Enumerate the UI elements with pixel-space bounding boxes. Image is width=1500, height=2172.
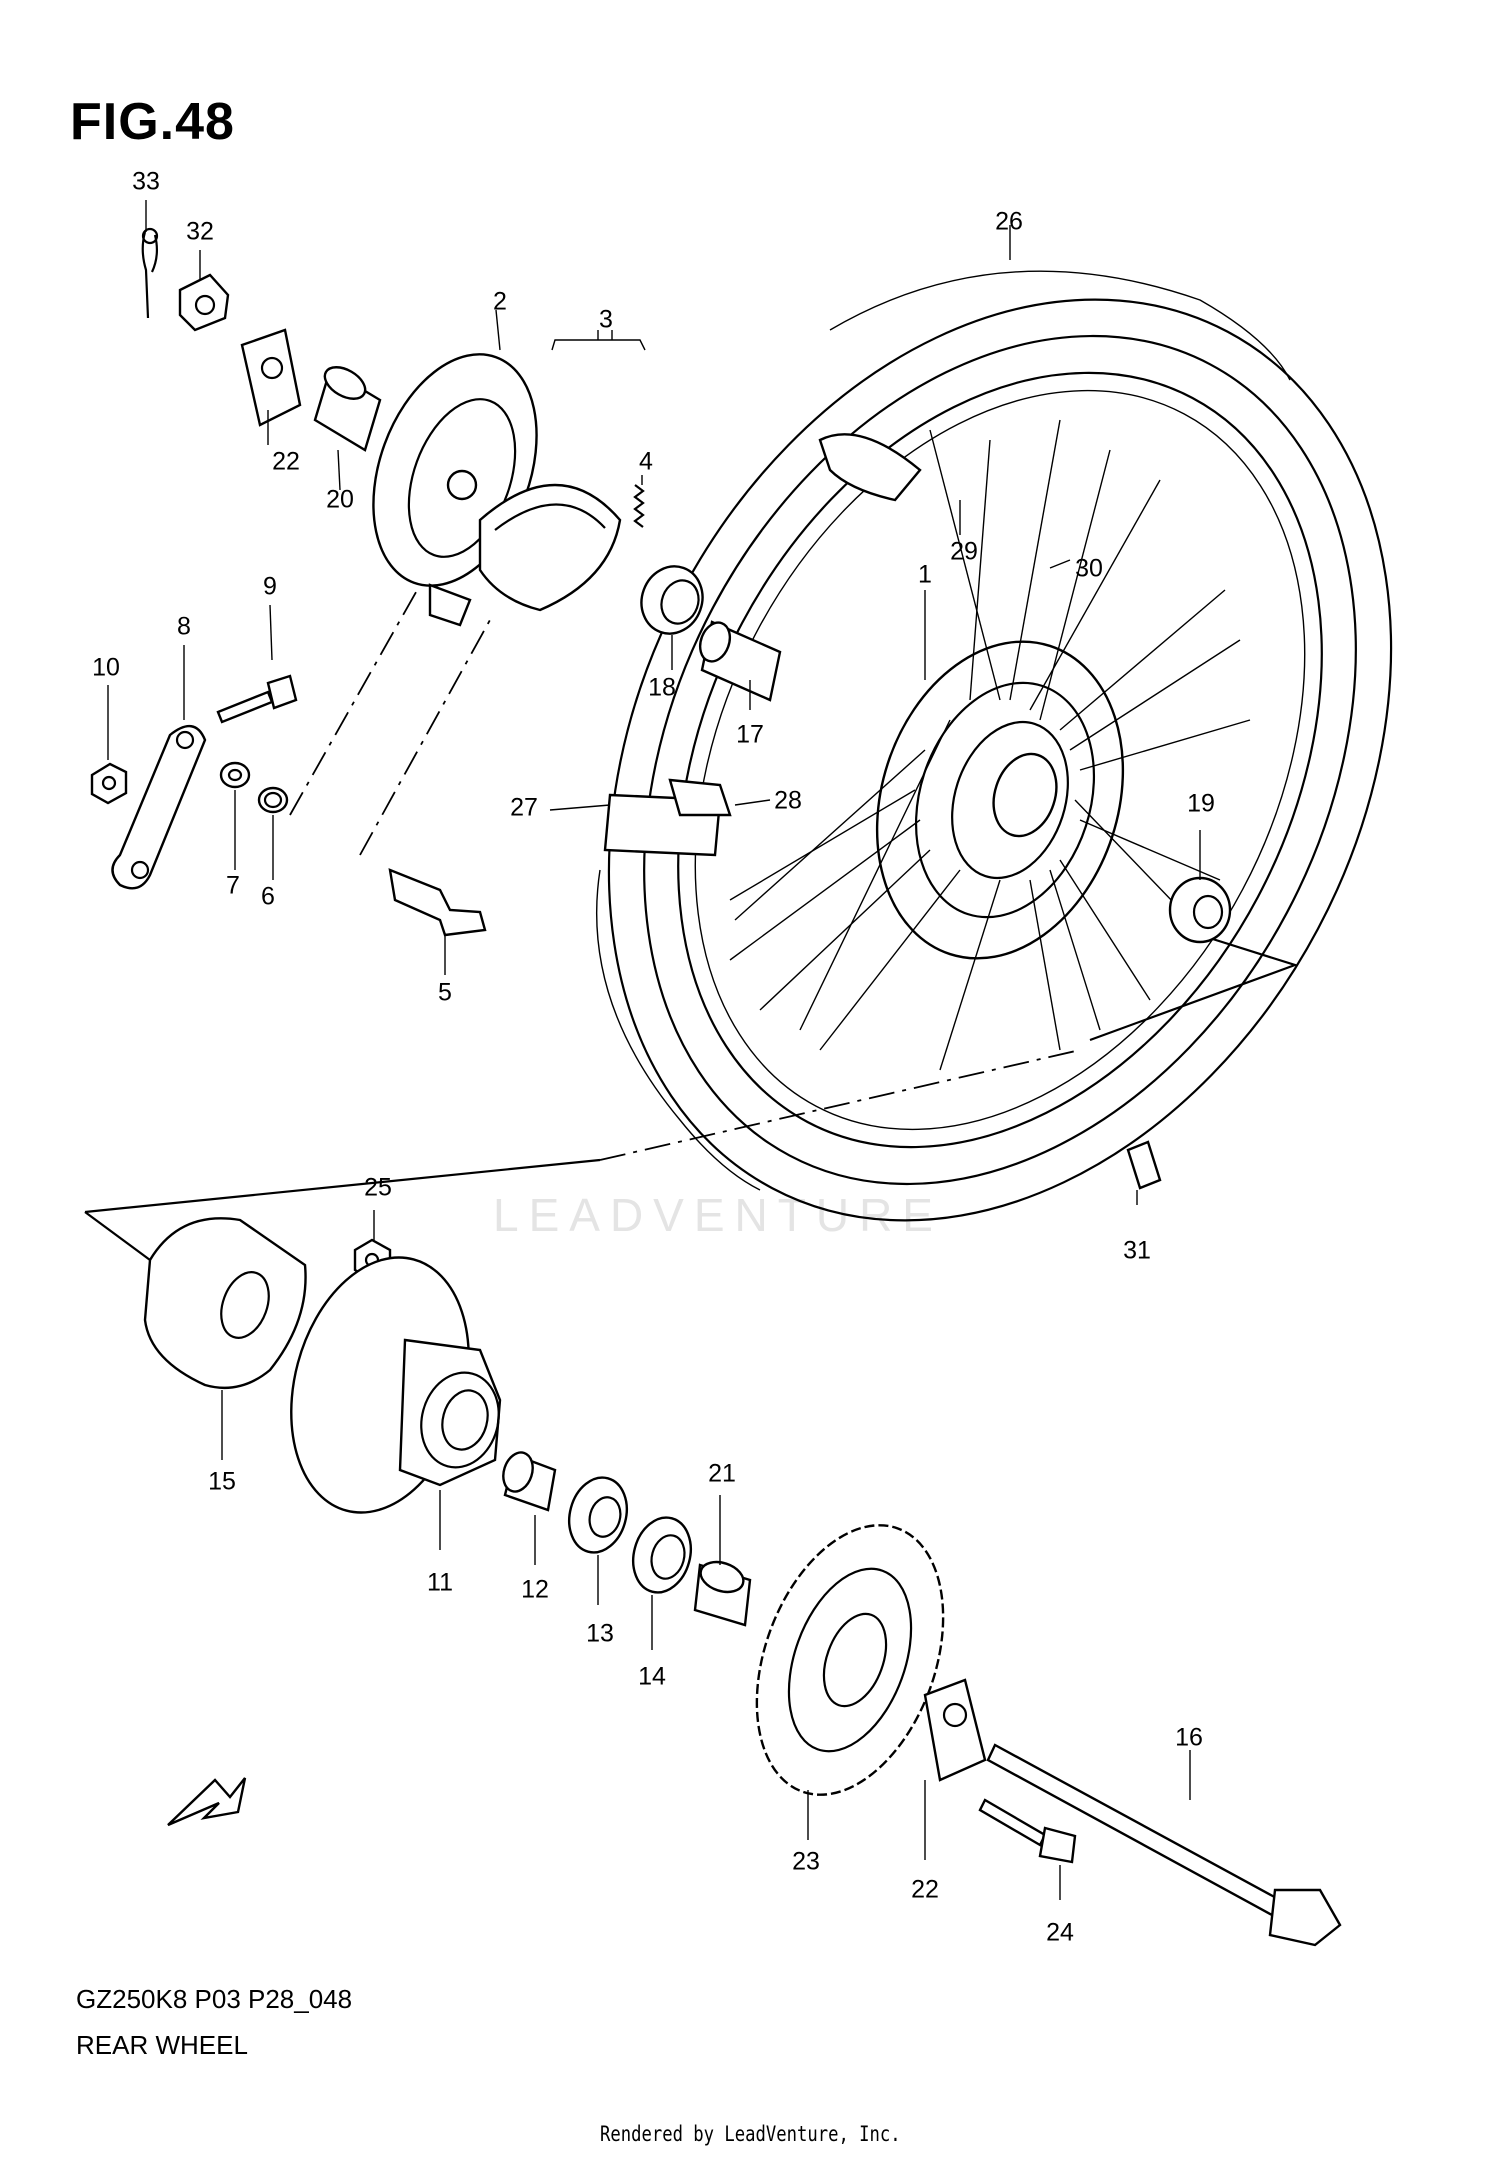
- washer-7: [219, 761, 251, 789]
- callout-5: 5: [438, 978, 452, 1007]
- rear-axle: [986, 1743, 1342, 1947]
- callout-22-top: 22: [272, 447, 300, 476]
- collar-20: [313, 366, 382, 452]
- brake-spring: [633, 484, 645, 528]
- cotter-pin: [141, 227, 159, 319]
- brake-cam: [388, 868, 487, 937]
- watermark-text: LEADVENTURE: [493, 1189, 943, 1241]
- lever-nut: [90, 762, 128, 805]
- bearing-18: [640, 565, 704, 635]
- callout-13: 13: [586, 1619, 614, 1648]
- spacer-17: [698, 620, 782, 702]
- rear-wheel-assembly: [595, 270, 1393, 1222]
- sprocket-drum: [290, 1256, 502, 1514]
- callout-24: 24: [1046, 1918, 1074, 1947]
- cam-lever-bolt: [216, 674, 298, 724]
- brake-cam-lever: [111, 725, 207, 890]
- leader-lines: [84, 584, 1299, 1301]
- collar-12: [502, 1451, 557, 1512]
- callout-17: 17: [736, 720, 764, 749]
- callout-8: 8: [177, 612, 191, 641]
- callout-12: 12: [521, 1575, 549, 1604]
- spokes: [729, 419, 1251, 1071]
- callout-21: 21: [708, 1459, 736, 1488]
- spacer-21: [693, 1560, 752, 1627]
- footer-credit: Rendered by LeadVenture, Inc.: [600, 2122, 901, 2146]
- callout-33: 33: [132, 167, 160, 196]
- callout-26: 26: [995, 207, 1023, 236]
- callout-18: 18: [648, 673, 676, 702]
- torque-bracket-bottom: [923, 1678, 987, 1782]
- callout-3: 3: [599, 305, 613, 334]
- figure-name: REAR WHEEL: [76, 2030, 248, 2060]
- callout-23: 23: [792, 1847, 820, 1876]
- rim-band: [603, 778, 732, 857]
- callout-19: 19: [1187, 789, 1215, 818]
- castle-nut: [178, 273, 230, 332]
- callout-20: 20: [326, 485, 354, 514]
- callout-9: 9: [263, 572, 277, 601]
- callout-27: 27: [510, 793, 538, 822]
- callout-6: 6: [261, 882, 275, 911]
- callout-14: 14: [638, 1662, 666, 1691]
- wheel-damper: [143, 1217, 307, 1389]
- bearing-19: [1168, 876, 1232, 944]
- torque-bracket-top: [240, 328, 302, 427]
- callout-10: 10: [92, 653, 120, 682]
- inner-tube: [818, 433, 922, 502]
- callout-22-bottom: 22: [911, 1875, 939, 1904]
- callout-25: 25: [364, 1173, 392, 1202]
- bolt-24: [978, 1798, 1077, 1864]
- brake-shoe: [478, 483, 622, 612]
- callout-7: 7: [226, 871, 240, 900]
- callout-29: 29: [950, 537, 978, 566]
- callout-16: 16: [1175, 1723, 1203, 1752]
- callout-1: 1: [918, 560, 932, 589]
- callout-4: 4: [639, 447, 653, 476]
- callout-leaders: [107, 200, 1201, 1900]
- callout-31: 31: [1123, 1236, 1151, 1265]
- valve-cap: [1126, 1140, 1162, 1190]
- figure-title: FIG.48: [70, 93, 235, 151]
- callout-32: 32: [186, 217, 214, 246]
- oil-seal: [632, 1516, 692, 1594]
- bearing-13: [568, 1476, 628, 1554]
- fwd-arrow-icon: [167, 1777, 247, 1827]
- o-ring-6: [257, 786, 289, 814]
- model-code: GZ250K8 P03 P28_048: [76, 1984, 353, 2014]
- callout-2: 2: [493, 287, 507, 316]
- callout-30: 30: [1075, 554, 1103, 583]
- rear-sprocket: [755, 1524, 945, 1796]
- callout-15: 15: [208, 1467, 236, 1496]
- callout-11: 11: [427, 1568, 453, 1597]
- callout-28: 28: [774, 786, 802, 815]
- rim-outline: [677, 371, 1323, 1149]
